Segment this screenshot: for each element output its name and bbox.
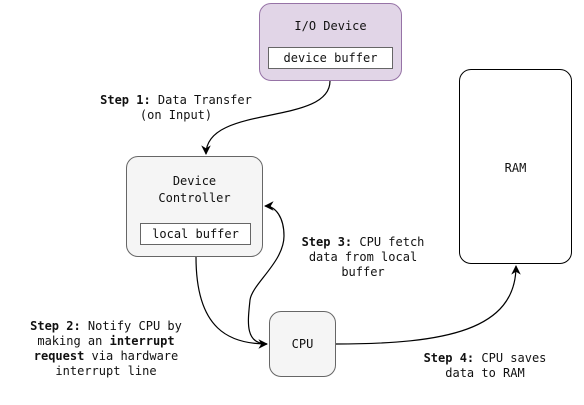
step2-prefix: Step 2: bbox=[30, 319, 81, 333]
device-controller-title: Device Controller bbox=[127, 173, 262, 207]
step3-line2: data from local bbox=[308, 250, 418, 264]
step3-label: Step 3: CPU fetch data from local buffer bbox=[286, 235, 440, 280]
step2-line2-bold: interrupt bbox=[109, 334, 175, 348]
step1-line1: Data Transfer bbox=[150, 93, 252, 107]
step4-label: Step 4: CPU saves data to RAM bbox=[405, 351, 565, 381]
edge-io-to-controller bbox=[201, 80, 331, 155]
step2-label: Step 2: Notify CPU by making an interrup… bbox=[6, 319, 206, 379]
step3-prefix: Step 3: bbox=[301, 235, 353, 249]
step2-line1: Notify CPU by bbox=[80, 319, 182, 333]
step1-prefix: Step 1: bbox=[100, 93, 151, 107]
cpu-node: CPU bbox=[269, 311, 336, 377]
device-controller-title-line2: Controller bbox=[158, 191, 231, 205]
device-controller-node: Device Controller local buffer bbox=[126, 156, 263, 257]
edge-cpu-to-controller bbox=[247, 201, 285, 345]
device-buffer-box: device buffer bbox=[268, 47, 393, 69]
step1-line2: (on Input) bbox=[139, 108, 213, 122]
ram-title: RAM bbox=[504, 161, 527, 175]
edge-controller-to-cpu bbox=[195, 256, 268, 349]
local-buffer-box: local buffer bbox=[140, 223, 251, 245]
step4-line1: CPU saves bbox=[474, 351, 547, 365]
step2-line2-pre: making an bbox=[37, 334, 110, 348]
step3-line1: CPU fetch bbox=[352, 235, 425, 249]
step2-line4: interrupt line bbox=[55, 364, 157, 378]
step4-line2: data to RAM bbox=[445, 366, 525, 380]
step2-line3-post: via hardware bbox=[84, 349, 179, 363]
cpu-title: CPU bbox=[291, 337, 314, 351]
edge-cpu-to-ram bbox=[335, 265, 521, 345]
ram-node: RAM bbox=[459, 69, 572, 264]
step2-line3-bold: request bbox=[33, 349, 85, 363]
device-controller-title-line1: Device bbox=[172, 174, 217, 188]
step3-line3: buffer bbox=[341, 265, 385, 279]
step4-prefix: Step 4: bbox=[423, 351, 475, 365]
step1-label: Step 1: Data Transfer (on Input) bbox=[86, 93, 266, 123]
io-device-node: I/O Device device buffer bbox=[259, 3, 402, 81]
io-device-title: I/O Device bbox=[294, 19, 367, 33]
